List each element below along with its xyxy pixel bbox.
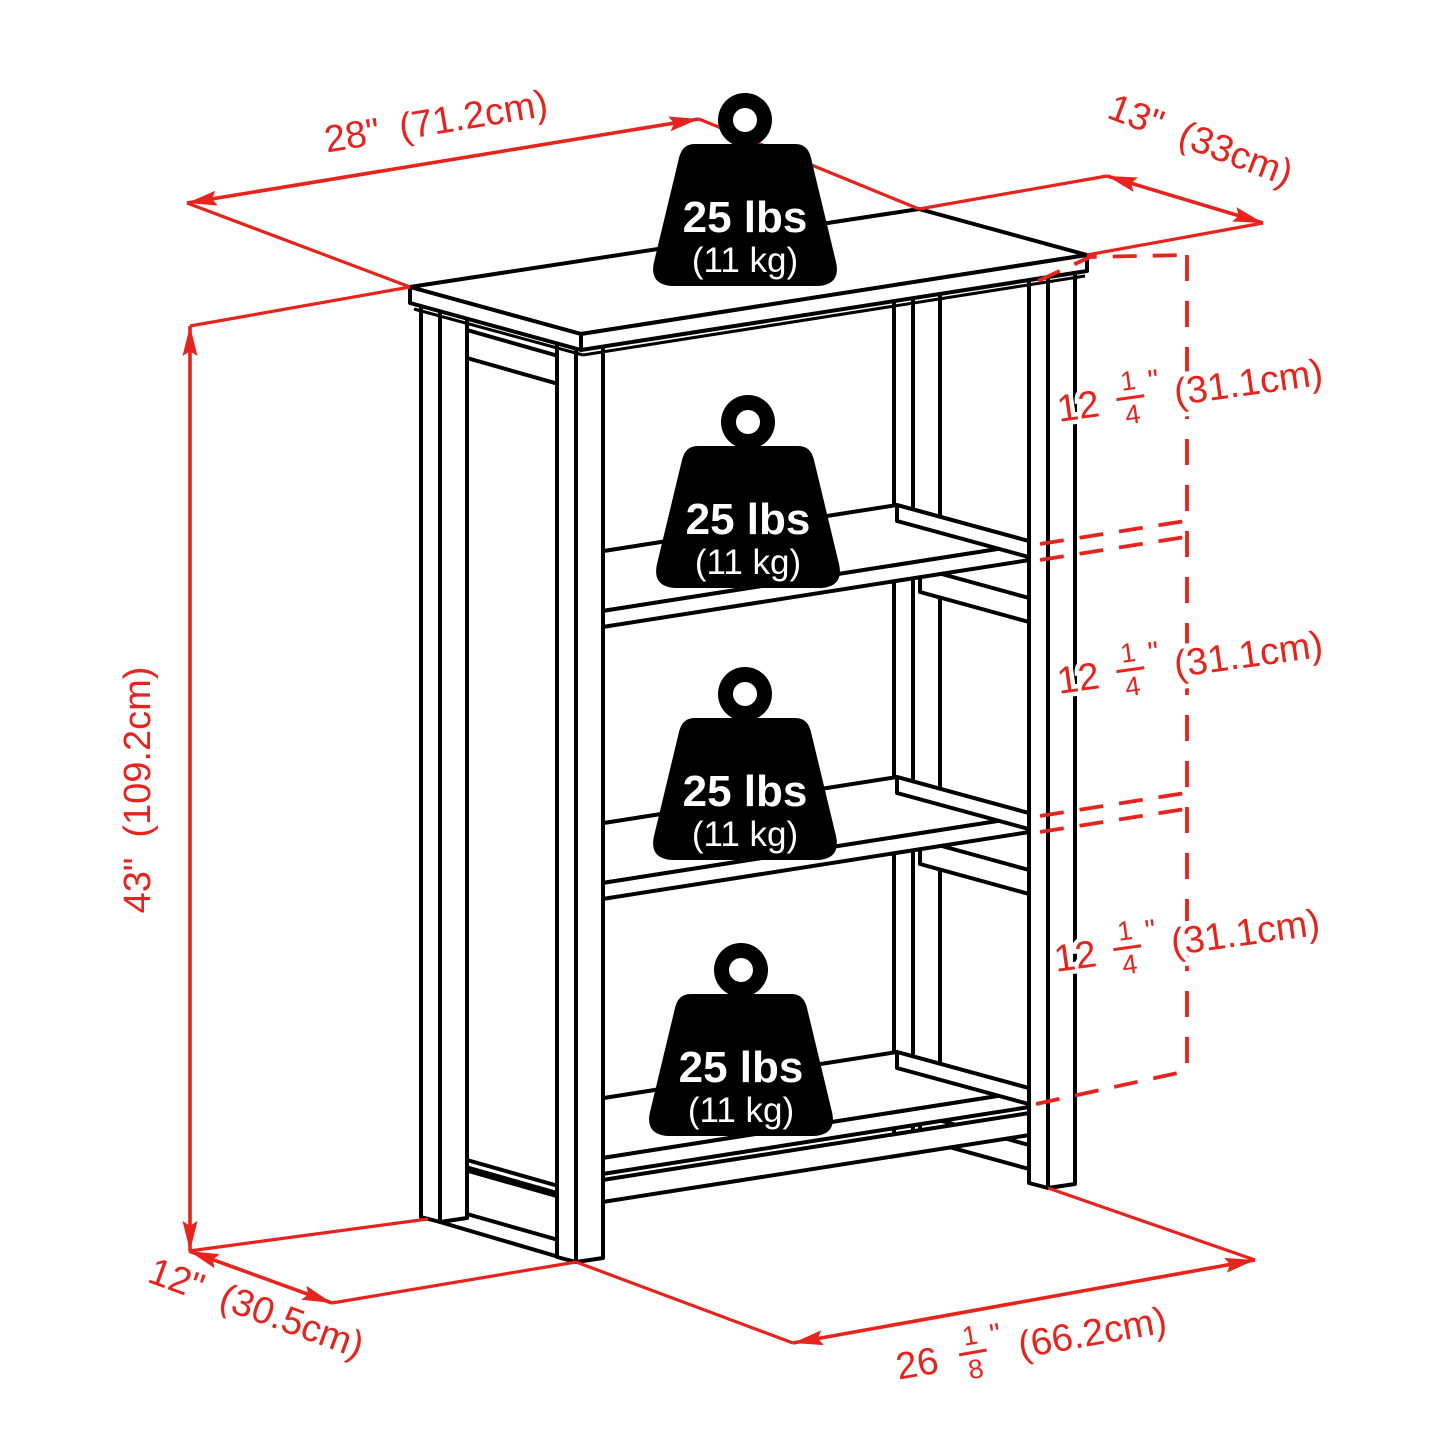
- svg-text:12: 12: [1051, 933, 1099, 980]
- dashed-connector-top: [1037, 253, 1188, 283]
- shelf-unit-drawing: 25 lbs (11 kg) 25 lbs (11 kg) 25 lbs (11…: [408, 207, 1089, 1264]
- weight-lbs-label: 25 lbs: [686, 495, 811, 544]
- svg-text:(31.1cm): (31.1cm): [1171, 352, 1325, 414]
- extension-line: [188, 1217, 429, 1253]
- front-right-leg: [1027, 261, 1077, 1190]
- extension-line: [575, 1260, 794, 1345]
- back-right-leg: [892, 223, 942, 1152]
- weight-icon-shelf3: 25 lbs (11 kg): [649, 943, 833, 1136]
- svg-text:(31.1cm): (31.1cm): [1168, 902, 1322, 964]
- weight-icon-top: 25 lbs (11 kg): [653, 93, 837, 286]
- dashed-shelf2-line: [1039, 807, 1186, 834]
- svg-text:(66.2cm): (66.2cm): [1015, 1300, 1170, 1367]
- svg-text:26: 26: [893, 1340, 942, 1389]
- extension-line: [1047, 1186, 1256, 1262]
- svg-text:": ": [1146, 636, 1161, 670]
- svg-text:": ": [1146, 364, 1161, 398]
- svg-text:1: 1: [960, 1320, 980, 1352]
- svg-text:4: 4: [1120, 949, 1139, 981]
- top-depth-dim-line: [1106, 174, 1264, 225]
- weight-kg-label: (11 kg): [688, 1091, 794, 1130]
- top-width-dim-line: [186, 116, 700, 206]
- back-left-leg: [419, 296, 469, 1224]
- weight-lbs-label: 25 lbs: [683, 193, 808, 242]
- weight-kg-label: (11 kg): [695, 543, 801, 582]
- front-left-leg: [555, 335, 605, 1264]
- weight-icon-shelf1: 25 lbs (11 kg): [656, 395, 840, 588]
- extension-line: [918, 174, 1108, 211]
- svg-text:4: 4: [1123, 671, 1142, 703]
- weight-icon-shelf2: 25 lbs (11 kg): [653, 667, 837, 860]
- svg-text:": ": [1143, 914, 1158, 948]
- extension-line: [331, 1260, 577, 1305]
- dashed-shelf1-line: [1039, 519, 1186, 546]
- svg-text:(31.1cm): (31.1cm): [1171, 624, 1325, 686]
- svg-text:1: 1: [1118, 365, 1137, 397]
- svg-text:1: 1: [1115, 915, 1134, 947]
- svg-text:12"(30.5cm): 12"(30.5cm): [143, 1250, 369, 1367]
- base-width-dim-line: [792, 1257, 1256, 1346]
- extension-line: [189, 285, 411, 328]
- svg-text:43"(109.2cm): 43"(109.2cm): [117, 667, 159, 914]
- extension-line: [186, 201, 411, 289]
- base-depth-dim-line: [188, 1249, 333, 1305]
- svg-text:1: 1: [1118, 637, 1137, 669]
- shelf-spacing-label-1: 12 1 4 " (31.1cm): [1050, 347, 1330, 435]
- weight-lbs-label: 25 lbs: [683, 767, 808, 816]
- weight-kg-label: (11 kg): [692, 815, 798, 854]
- svg-text:12: 12: [1054, 383, 1102, 430]
- dashed-shelf1-line: [1039, 535, 1186, 562]
- svg-text:": ": [987, 1318, 1003, 1352]
- height-label: 43"(109.2cm): [117, 667, 159, 914]
- base-depth-label: 12"(30.5cm): [143, 1250, 369, 1367]
- dashed-shelf2-line: [1039, 791, 1186, 818]
- weight-kg-label: (11 kg): [692, 241, 798, 280]
- shelf-spacing-label-2: 12 1 4 " (31.1cm): [1050, 619, 1330, 707]
- weight-lbs-label: 25 lbs: [679, 1043, 804, 1092]
- extension-line: [1086, 221, 1264, 257]
- svg-text:4: 4: [1123, 399, 1142, 431]
- dashed-connector-bottom: [1035, 1069, 1188, 1106]
- base-width-label: 26 1 8 " (66.2cm): [893, 1300, 1170, 1389]
- svg-text:12: 12: [1054, 655, 1102, 702]
- top-depth-label: 13"(33cm): [1102, 86, 1298, 195]
- svg-text:8: 8: [966, 1353, 986, 1385]
- svg-text:13"(33cm): 13"(33cm): [1102, 86, 1298, 195]
